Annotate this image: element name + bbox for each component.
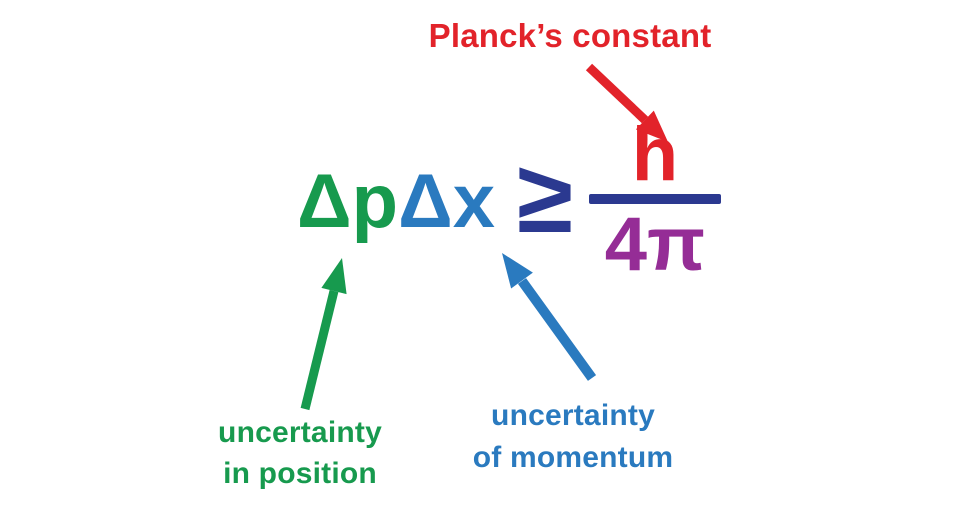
greater-equal-sign: ≥ [516,140,573,255]
four-pi-term: 4π [604,202,706,288]
fraction: h 4π [588,112,721,288]
position-uncertainty-label: uncertainty in position [150,412,450,494]
delta-x-term: Δx [398,159,495,245]
fraction-bar [588,194,721,205]
position-label-line1: uncertainty [218,416,382,449]
planck-constant-label-text: Planck’s constant [428,17,712,54]
position-arrow-shaft [300,289,339,411]
planck-constant-symbol: h [631,112,679,197]
planck-constant-label: Planck’s constant [400,16,740,56]
momentum-arrow-shaft [517,278,597,381]
position-arrow [300,258,347,411]
delta-p-term: Δp [297,159,399,245]
momentum-uncertainty-label: uncertainty of momentum [413,395,733,479]
momentum-label-line1: uncertainty [491,399,655,432]
momentum-label-line2: of momentum [472,441,674,474]
heisenberg-equation: Δp Δx ≥ h 4π [297,112,721,288]
position-label-line2: in position [223,457,377,490]
